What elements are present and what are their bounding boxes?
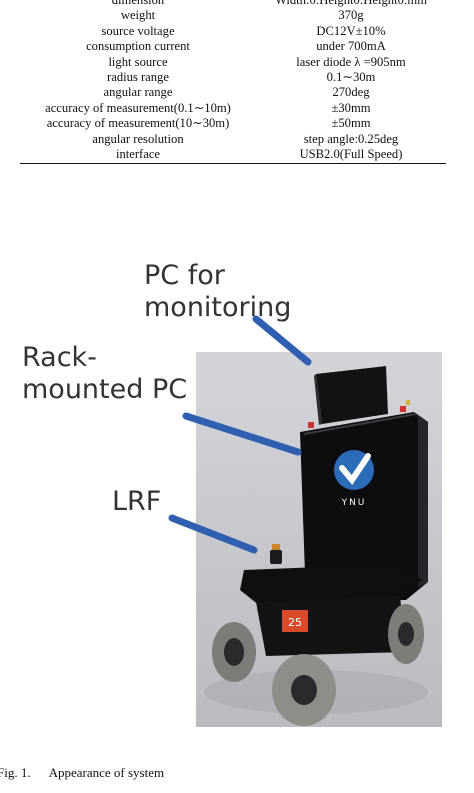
spec-item: accuracy of measurement(0.1∼10m) <box>45 100 231 115</box>
spec-item: light source <box>108 54 168 69</box>
spec-row: dimension Width:0:Height0:Height0:mm <box>20 0 446 8</box>
spec-row: source voltage DC12V±10% <box>20 24 446 39</box>
spec-value: Width:0:Height0:Height0:mm <box>274 0 427 7</box>
label-pc-monitoring: PC for monitoring <box>144 260 292 323</box>
spec-row: accuracy of measurement(0.1∼10m) ±30mm <box>20 101 446 116</box>
wheels <box>212 604 424 726</box>
spec-item: radius range <box>107 70 169 85</box>
spec-row: radius range 0.1∼30m <box>20 70 446 85</box>
caption-text: Appearance of system <box>48 765 165 780</box>
spec-value: ±50mm <box>331 116 371 131</box>
spec-value: DC12V±10% <box>316 23 386 38</box>
logo-text: YNU <box>341 498 367 508</box>
number-badge <box>282 610 308 632</box>
spec-value: ±30mm <box>331 100 371 115</box>
spec-item: consumption current <box>86 39 190 54</box>
figure-caption: Fig. 1. Appearance of system <box>0 765 164 781</box>
lrf-arrow <box>168 514 258 554</box>
label-lrf: LRF <box>112 486 162 517</box>
spec-item: accuracy of measurement(10∼30m) <box>46 116 230 131</box>
wheelchair-base: 25 <box>240 544 422 656</box>
spec-item: dimension <box>111 0 165 7</box>
system-figure: YNU 25 <box>0 250 474 740</box>
ynu-logo: YNU <box>334 450 374 508</box>
monitoring-pc-panel <box>314 366 388 425</box>
label-rack-mounted-pc: Rack- mounted PC <box>22 342 188 405</box>
spec-row: light source laser diode λ =905nm <box>20 55 446 70</box>
spec-row: angular resolution step angle:0.25deg <box>20 132 446 147</box>
spec-item: weight <box>120 8 156 23</box>
spec-value: step angle:0.25deg <box>303 131 399 146</box>
spec-value: 370g <box>338 8 364 23</box>
spec-value: 0.1∼30m <box>326 70 376 85</box>
rack-pc-box: YNU <box>300 400 428 602</box>
badge-text: 25 <box>288 616 302 629</box>
callout-arrows <box>168 315 312 554</box>
rack-pc-arrow <box>182 412 302 456</box>
monitoring-arrow <box>252 315 312 366</box>
spec-row: consumption current under 700mA <box>20 39 446 54</box>
spec-item: angular range <box>103 85 173 100</box>
spec-item: interface <box>20 147 256 165</box>
robot-photo: YNU 25 <box>196 352 442 727</box>
spec-row: weight 370g <box>20 8 446 23</box>
lrf-sensor <box>270 550 282 564</box>
spec-value: laser diode λ =905nm <box>296 54 406 69</box>
spec-item: angular resolution <box>92 131 184 146</box>
spec-row: accuracy of measurement(10∼30m) ±50mm <box>20 116 446 131</box>
spec-value: 270deg <box>332 85 370 100</box>
spec-value: under 700mA <box>316 39 386 54</box>
spec-value: USB2.0(Full Speed) <box>256 147 446 165</box>
spec-row: angular range 270deg <box>20 85 446 100</box>
caption-number: Fig. 1. <box>0 765 31 780</box>
spec-item: source voltage <box>101 23 175 38</box>
